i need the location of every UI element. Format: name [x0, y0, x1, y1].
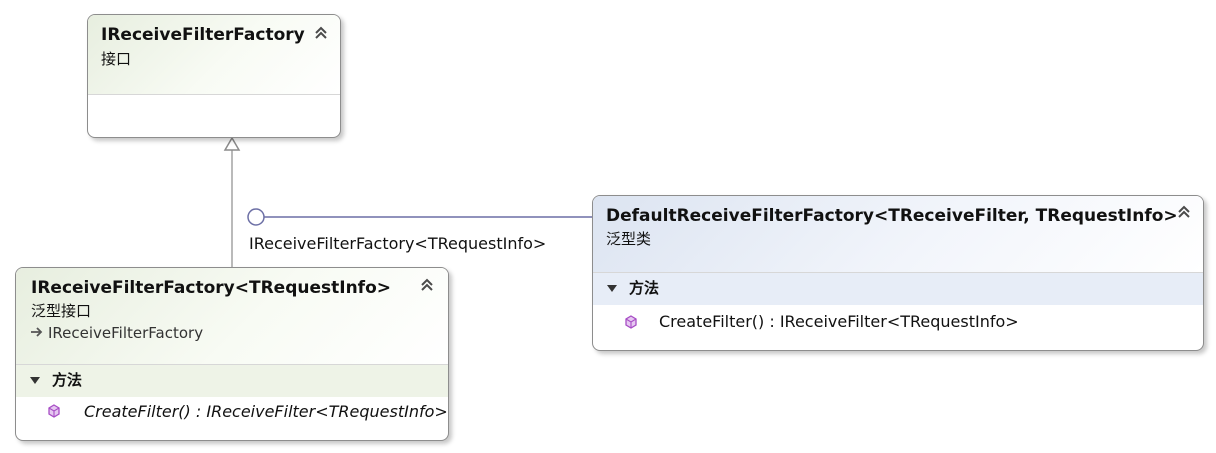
interface-title: IReceiveFilterFactory: [101, 25, 305, 45]
lollipop-label: IReceiveFilterFactory<TRequestInfo>: [249, 234, 547, 253]
method-icon: [625, 315, 637, 329]
chevron-up-double-icon[interactable]: [418, 277, 436, 295]
interface-stereotype: 接口: [101, 50, 132, 68]
class-title: DefaultReceiveFilterFactory<TReceiveFilt…: [606, 206, 1178, 226]
class-box-defaultreceivefilterfactory[interactable]: DefaultReceiveFilterFactory<TReceiveFilt…: [592, 195, 1204, 351]
section-collapse-icon: [30, 377, 40, 384]
interface-header: IReceiveFilterFactory<TRequestInfo> 泛型接口…: [16, 268, 448, 365]
method-member[interactable]: CreateFilter() : IReceiveFilter<TRequest…: [84, 402, 448, 421]
arrow-right-icon: [31, 327, 43, 337]
methods-section-label: 方法: [52, 371, 83, 389]
inherits-label: IReceiveFilterFactory: [48, 324, 204, 342]
chevron-up-double-icon[interactable]: [1175, 204, 1193, 222]
interface-box-ireceivefilterfactory-generic[interactable]: IReceiveFilterFactory<TRequestInfo> 泛型接口…: [15, 267, 449, 441]
method-member[interactable]: CreateFilter() : IReceiveFilter<TRequest…: [659, 312, 1019, 331]
class-stereotype: 泛型类: [606, 230, 652, 248]
lollipop-icon: [247, 208, 265, 226]
interface-stereotype: 泛型接口: [31, 302, 92, 320]
interface-title: IReceiveFilterFactory<TRequestInfo>: [31, 278, 391, 298]
methods-section-header[interactable]: 方法: [593, 273, 1203, 305]
class-header: DefaultReceiveFilterFactory<TReceiveFilt…: [593, 196, 1203, 273]
method-icon: [48, 404, 60, 418]
interface-box-ireceivefilterfactory[interactable]: IReceiveFilterFactory 接口: [87, 14, 341, 138]
section-collapse-icon: [607, 285, 617, 292]
methods-section-header[interactable]: 方法: [16, 365, 448, 397]
chevron-up-double-icon[interactable]: [312, 25, 330, 43]
methods-section-label: 方法: [629, 279, 660, 297]
interface-header: IReceiveFilterFactory 接口: [88, 15, 340, 95]
inheritance-arrowhead: [223, 136, 241, 151]
